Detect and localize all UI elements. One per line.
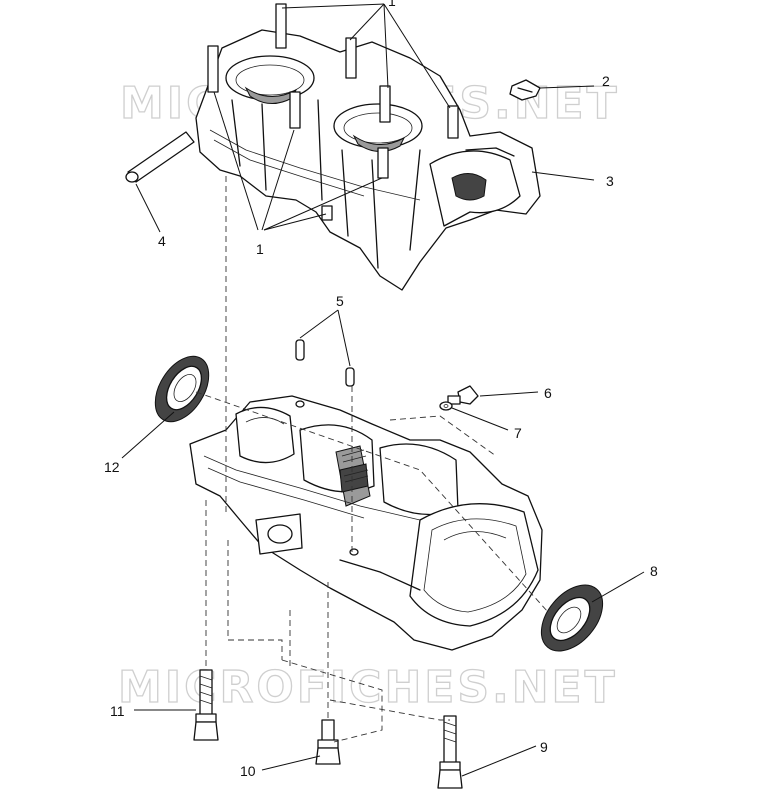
callout-2: 2 [602, 73, 610, 89]
callout-7: 7 [514, 425, 522, 441]
part-11-bolt [193, 669, 219, 741]
callout-3: 3 [606, 173, 614, 189]
lower-crankcase [189, 395, 543, 651]
callout-5: 5 [336, 293, 344, 309]
upper-crankcase [195, 29, 541, 291]
stud-bolts-upper [207, 3, 459, 221]
part-5-dowel-pins [295, 339, 355, 387]
watermark-bottom: MICROFICHES.NET [118, 662, 618, 713]
part-12-oil-seal [154, 355, 210, 423]
callout-12: 12 [104, 459, 120, 475]
callout-4: 4 [158, 233, 166, 249]
callout-9: 9 [540, 739, 548, 755]
part-2-dowel-clip [509, 79, 541, 101]
alignment-lines [195, 176, 549, 743]
part-4-pin [125, 131, 195, 183]
callout-8: 8 [650, 563, 658, 579]
callout-1-top: 1 [388, 0, 396, 9]
part-10-bolt [315, 719, 341, 765]
part-6-bolt [447, 385, 479, 405]
callout-10: 10 [240, 763, 256, 779]
part-9-bolt [437, 715, 463, 789]
callout-6: 6 [544, 385, 552, 401]
part-7-washer [439, 401, 453, 411]
leader-lines [121, 3, 645, 777]
callout-11: 11 [110, 703, 125, 719]
callout-1-bottom: 1 [256, 241, 264, 257]
part-8-oil-seal [540, 584, 604, 652]
